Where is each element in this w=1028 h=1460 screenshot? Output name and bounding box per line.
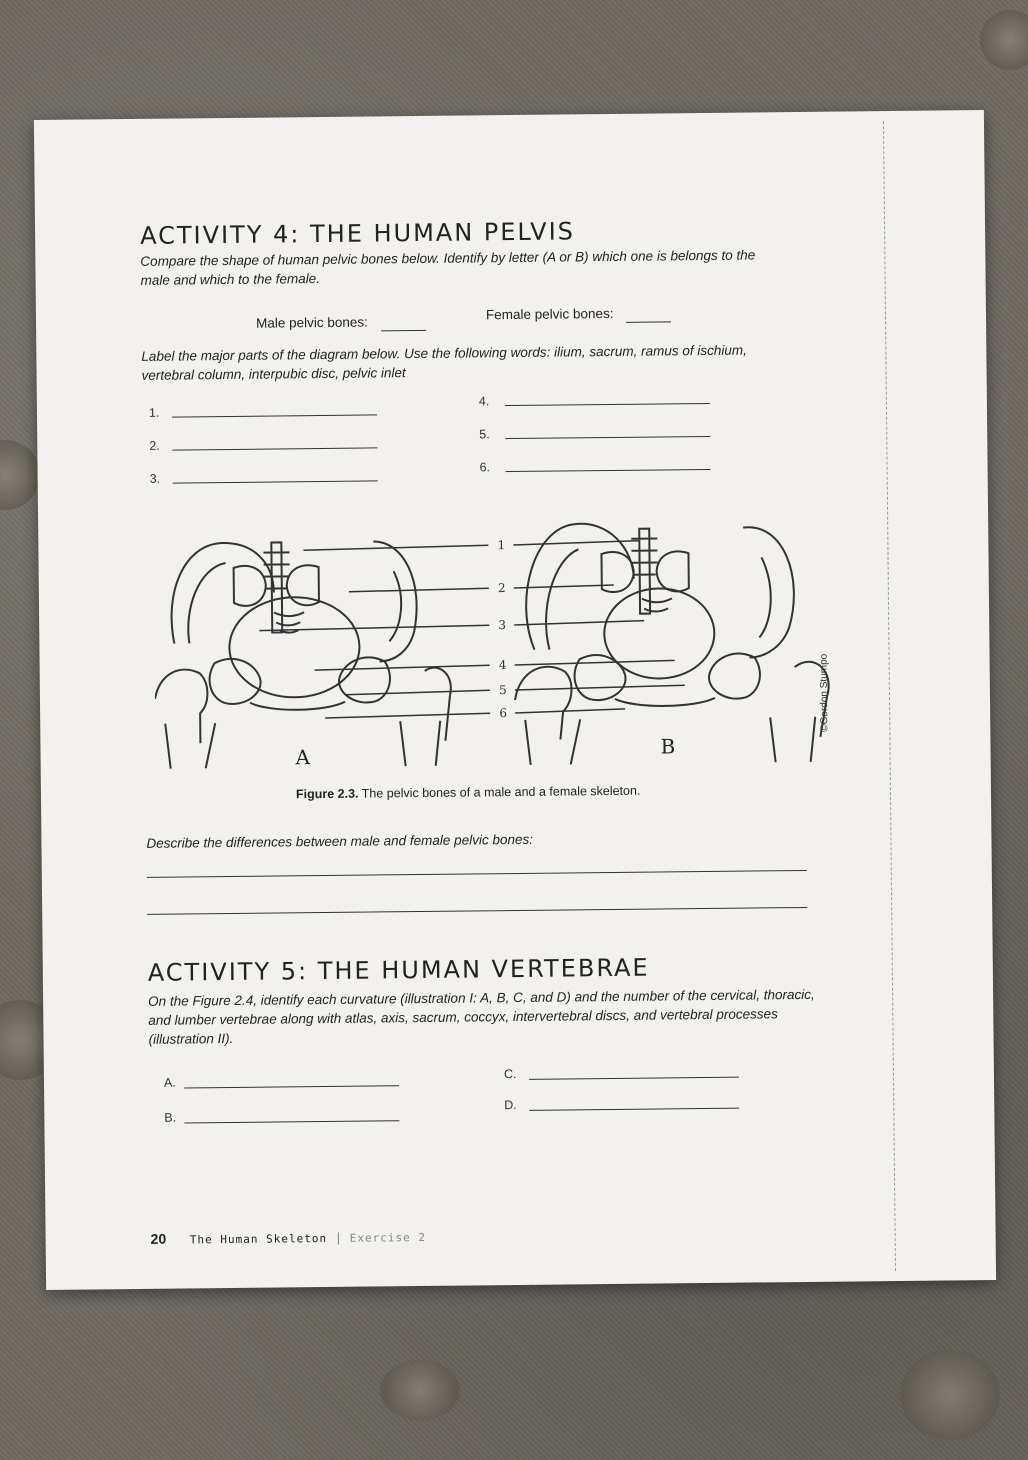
callout-line-2 [348,587,489,593]
male-pelvic-label: Male pelvic bones: [255,314,368,331]
activity4-instruction: Compare the shape of human pelvic bones … [140,247,756,288]
answer-blank-4[interactable] [504,402,710,407]
callout-6: 6 [499,706,507,720]
describe-prompt: Describe the differences between male an… [146,831,534,851]
activity5-instruction: On the Figure 2.4, identify each curvatu… [148,986,815,1047]
pelvis-a-drawing [153,540,452,769]
pelvis-figure: 1 2 3 4 5 6 A B ©Gordon Stumpo [153,522,831,769]
callout-line-6 [325,712,491,719]
answer-blank-3[interactable] [172,480,378,484]
callout-line-5 [344,689,490,696]
answer-blank-2[interactable] [172,447,378,451]
answer-blank-6[interactable] [505,468,711,473]
footer-separator: | [336,1229,341,1245]
curvature-letter-d: D. [504,1098,517,1113]
curvature-letter-b: B. [164,1110,177,1125]
answer-number-5: 5. [479,427,490,442]
female-pelvic-label: Female pelvic bones: [485,305,614,323]
footer-title: The Human Skeleton [189,1231,328,1247]
page-edge-line [882,121,897,1272]
figure-credit: ©Gordon Stumpo [819,653,831,732]
activity5-title: ACTIVITY 5: THE HUMAN VERTEBRAE [147,953,650,987]
figure-caption-text: The pelvic bones of a male and a female … [361,783,641,801]
label-instruction: Label the major parts of the diagram bel… [141,342,747,383]
pelvis-label-a: A [294,745,310,769]
curvature-blank-c[interactable] [528,1076,739,1080]
callout-3: 3 [498,618,506,632]
describe-blank-1[interactable] [146,869,807,878]
page-number: 20 [150,1230,167,1247]
curvature-letter-a: A. [163,1075,176,1090]
male-pelvic-blank[interactable] [381,329,427,332]
answer-blank-1[interactable] [172,414,378,418]
answer-number-4: 4. [478,394,490,409]
callout-4: 4 [499,658,507,672]
curvature-blank-a[interactable] [184,1085,400,1089]
figure-caption-number: Figure 2.3. [295,786,359,802]
curvature-letter-c: C. [503,1067,517,1082]
female-pelvic-blank[interactable] [626,321,672,323]
pelvis-b-drawing [514,522,830,765]
callout-line-3 [259,624,490,632]
curvature-blank-d[interactable] [529,1107,740,1111]
callout-line-1 [303,544,489,551]
upholstery-tuft [900,1350,1000,1440]
answer-number-3: 3. [149,471,161,486]
answer-blank-5[interactable] [505,435,711,440]
upholstery-tuft [380,1360,460,1420]
worksheet-page: ACTIVITY 4: THE HUMAN PELVIS Compare the… [33,110,997,1290]
upholstery-tuft [980,10,1028,70]
callout-1: 1 [497,538,505,552]
answer-number-6: 6. [479,460,491,475]
callout-5: 5 [499,683,507,697]
upholstery-tuft [0,440,40,510]
figure-caption: Figure 2.3. The pelvic bones of a male a… [296,784,641,802]
answer-number-2: 2. [149,438,160,453]
pelvis-label-b: B [660,734,675,758]
curvature-blank-b[interactable] [184,1120,400,1124]
footer-exercise: Exercise 2 [349,1230,426,1245]
describe-blank-2[interactable] [147,906,808,915]
page-footer: 20 The Human Skeleton | Exercise 2 [151,1228,426,1247]
answer-number-1: 1. [148,405,160,420]
activity4-title: ACTIVITY 4: THE HUMAN PELVIS [139,217,576,250]
callout-line-4 [314,664,490,671]
callout-2: 2 [498,581,506,595]
